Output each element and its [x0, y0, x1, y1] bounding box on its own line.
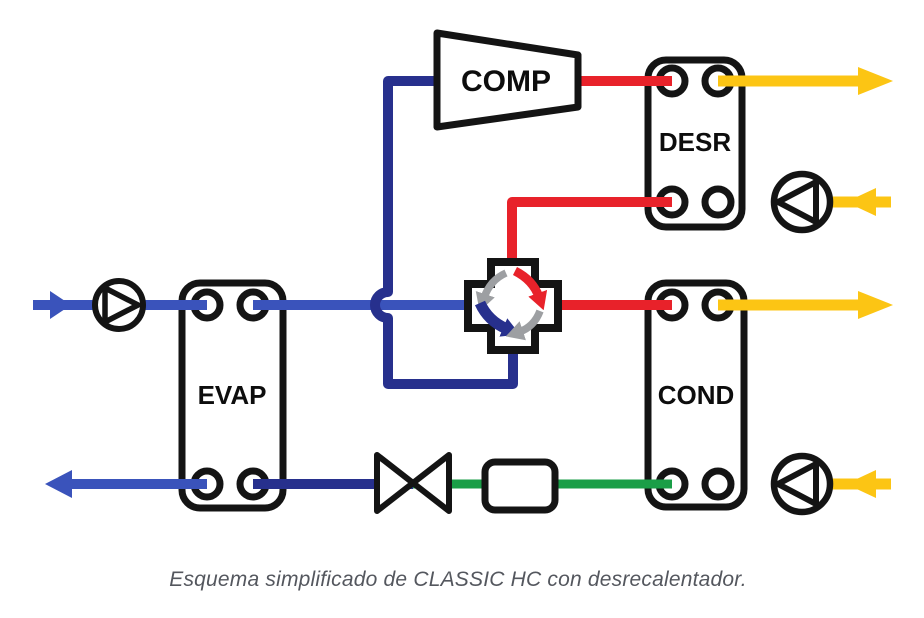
cold-water-inlet-arrow-icon	[50, 291, 71, 319]
condenser-body	[644, 279, 748, 511]
cold-water-pump	[92, 278, 146, 332]
desuperheater: DESR	[644, 56, 746, 231]
figure-caption: Esquema simplificado de CLASSIC HC con d…	[169, 568, 747, 591]
dhw-pump	[770, 170, 834, 234]
cold-water-outlet-arrow-icon	[45, 470, 72, 498]
cond-port-bottom-right	[701, 467, 735, 501]
compressor-label: COMP	[461, 65, 551, 98]
desuperheater-label: DESR	[659, 127, 731, 157]
expansion-valve-right-triangle	[410, 452, 452, 514]
cold-water-pump-impeller-icon	[102, 285, 141, 325]
dhw-outlet-arrow-icon	[858, 67, 893, 95]
dhw-inlet-arrow-icon	[846, 188, 876, 216]
compressor-body	[433, 29, 582, 131]
desr-return-pipe	[507, 197, 672, 262]
compressor: COMP	[433, 29, 582, 131]
valve-flow-idle-upper-arrow-icon	[475, 269, 508, 312]
dhw-pump-impeller-icon	[775, 179, 819, 225]
heating-inlet-arrow-icon	[846, 470, 876, 498]
four-way-valve	[464, 258, 562, 354]
condenser: COND	[644, 279, 748, 511]
suction-loop-pipe	[370, 76, 518, 389]
expansion-valve	[374, 452, 452, 514]
evaporator: EVAP	[178, 279, 287, 512]
valve-flow-idle-lower-arrow-icon	[505, 309, 544, 341]
filter-drier	[481, 458, 559, 514]
valve-flow-hot-arrow-icon	[512, 266, 548, 311]
pipes	[33, 67, 893, 498]
evaporator-label: EVAP	[198, 380, 267, 410]
desr-port-bottom-right	[701, 185, 735, 219]
evaporator-body	[178, 279, 287, 512]
expansion-valve-left-triangle	[374, 452, 416, 514]
desuperheater-body	[644, 56, 746, 231]
heating-pump	[770, 452, 834, 516]
condenser-label: COND	[658, 380, 735, 410]
heating-outlet-arrow-icon	[858, 291, 893, 319]
valve-flow-cold-arrow-icon	[474, 300, 520, 337]
heating-pump-impeller-icon	[775, 461, 819, 507]
